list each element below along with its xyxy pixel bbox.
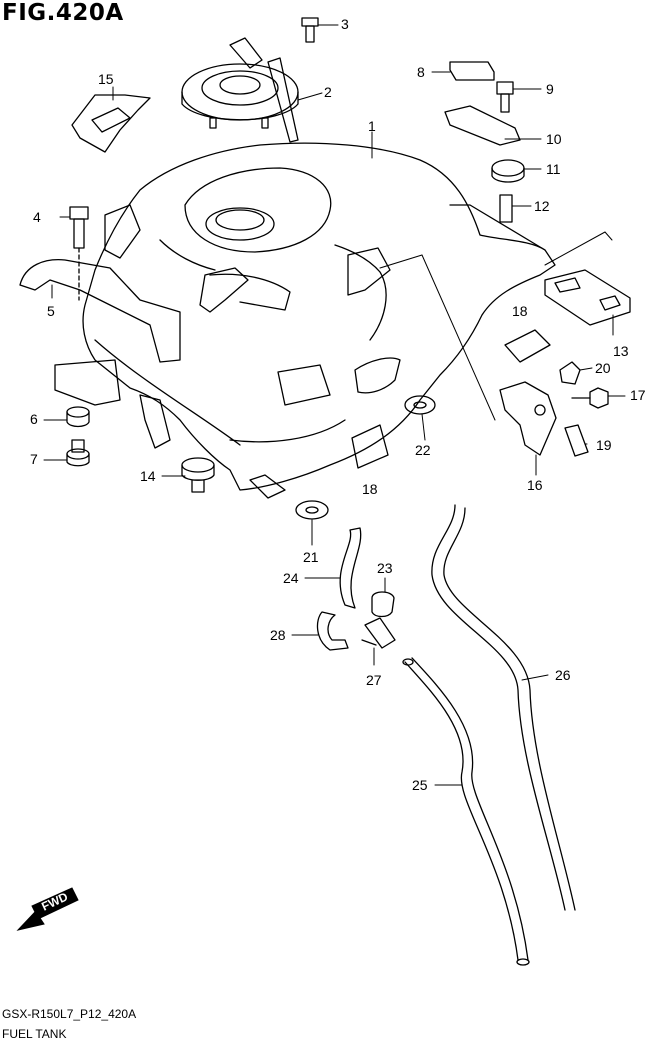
grommet-21-part bbox=[295, 500, 329, 520]
cushion-6-part bbox=[66, 406, 90, 428]
callout-13: 13 bbox=[613, 343, 629, 359]
cushion-20-part bbox=[559, 361, 581, 385]
bracket-5-part bbox=[19, 259, 181, 363]
callout-2: 2 bbox=[324, 84, 332, 100]
callout-21: 21 bbox=[303, 549, 319, 565]
bolt-3-part bbox=[301, 17, 319, 43]
figure-caption: FUEL TANK bbox=[2, 1027, 67, 1041]
callout-12: 12 bbox=[534, 198, 550, 214]
callout-16: 16 bbox=[527, 477, 543, 493]
figure-code: GSX-R150L7_P12_420A bbox=[2, 1007, 137, 1021]
bracket-16-part bbox=[499, 381, 557, 456]
callout-14: 14 bbox=[140, 468, 156, 484]
cushion-18b-part bbox=[351, 424, 389, 469]
fuel-tank-part bbox=[82, 142, 556, 499]
hose-26-part bbox=[431, 504, 576, 911]
collar-12-part bbox=[499, 194, 513, 223]
screw-17-part bbox=[571, 387, 609, 409]
callout-17: 17 bbox=[630, 387, 646, 403]
callout-23: 23 bbox=[377, 560, 393, 576]
bracket-15-part bbox=[71, 94, 151, 153]
hose-24-part bbox=[339, 527, 362, 609]
cushion-18a-part bbox=[504, 329, 551, 363]
fwd-arrow-icon: FWD bbox=[16, 887, 79, 931]
grommet-22-part bbox=[404, 395, 436, 415]
callout-19: 19 bbox=[596, 437, 612, 453]
callout-5: 5 bbox=[47, 303, 55, 319]
callout-1: 1 bbox=[368, 118, 376, 134]
damper-14-part bbox=[181, 457, 215, 493]
bolt-4-part bbox=[69, 206, 89, 301]
cushion-11-part bbox=[491, 159, 525, 183]
hose-25-part bbox=[402, 657, 530, 966]
collar-7-part bbox=[66, 439, 90, 467]
callout-25: 25 bbox=[412, 777, 428, 793]
fuel-filler-cap-part bbox=[181, 37, 299, 143]
bracket-13-part bbox=[544, 269, 631, 326]
callout-18b: 18 bbox=[362, 481, 378, 497]
cushion-19-part bbox=[564, 424, 589, 457]
callout-6: 6 bbox=[30, 411, 38, 427]
hose-28-part bbox=[316, 611, 349, 651]
callout-26: 26 bbox=[555, 667, 571, 683]
callout-10: 10 bbox=[546, 131, 562, 147]
bolt-9-part bbox=[496, 81, 514, 113]
callout-9: 9 bbox=[546, 81, 554, 97]
bracket-10-part bbox=[444, 105, 521, 146]
callout-3: 3 bbox=[341, 16, 349, 32]
callout-8: 8 bbox=[417, 64, 425, 80]
cushion-8-part bbox=[449, 61, 495, 81]
callout-22: 22 bbox=[415, 442, 431, 458]
joint-27-part bbox=[361, 617, 396, 649]
callout-11: 11 bbox=[546, 161, 561, 177]
clamp-23-part bbox=[371, 591, 395, 618]
callout-28: 28 bbox=[270, 627, 286, 643]
callout-7: 7 bbox=[30, 451, 38, 467]
figure-title: FIG.420A bbox=[2, 0, 124, 26]
callout-4: 4 bbox=[33, 209, 41, 225]
callout-24: 24 bbox=[283, 570, 299, 586]
leader-lines bbox=[43, 24, 626, 786]
callout-18a: 18 bbox=[512, 303, 528, 319]
callout-15: 15 bbox=[98, 71, 114, 87]
callout-27: 27 bbox=[366, 672, 382, 688]
callout-labels: 1 2 3 4 5 6 7 8 9 10 11 12 13 14 15 16 1… bbox=[30, 16, 646, 793]
callout-20: 20 bbox=[595, 360, 611, 376]
